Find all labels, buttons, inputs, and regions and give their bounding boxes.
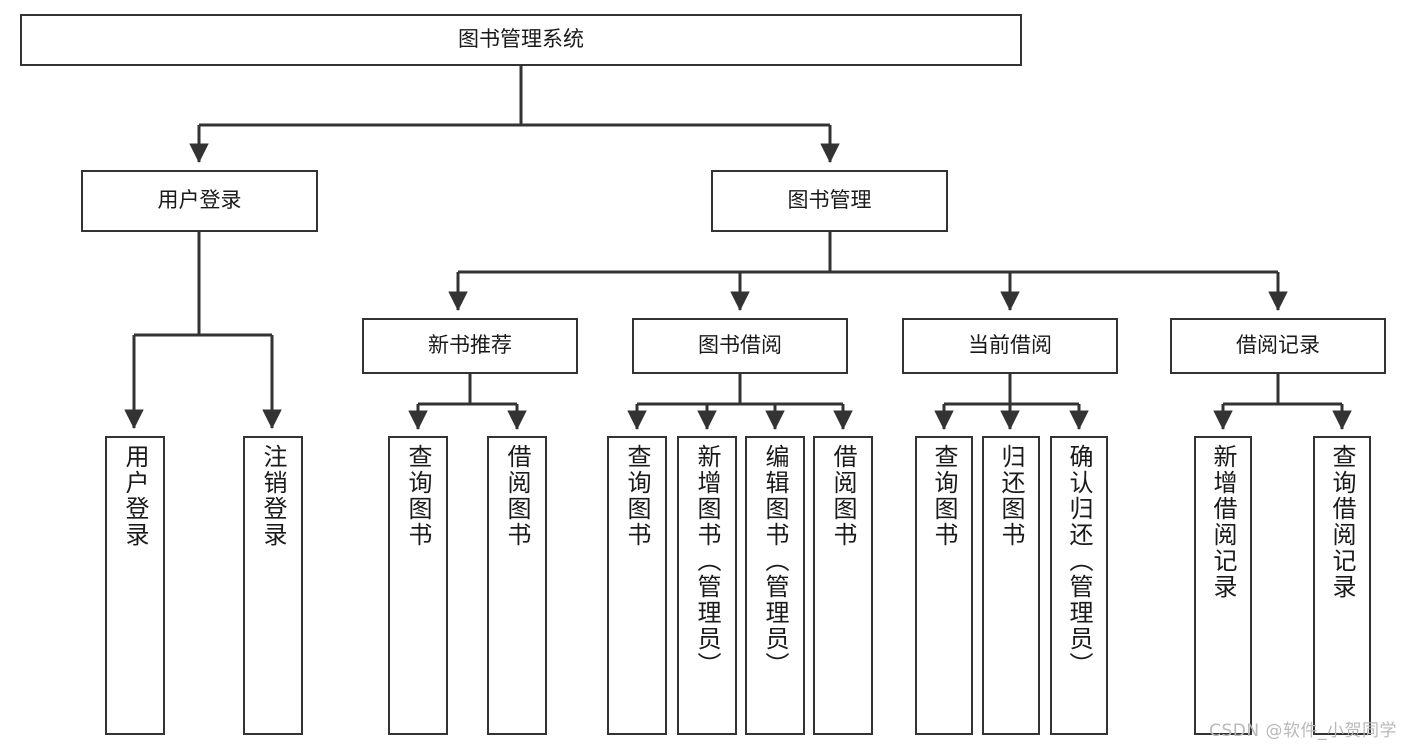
node-current-borrow[interactable]: 当前借阅 (902, 318, 1118, 374)
node-book-management-label: 图书管理 (787, 188, 872, 213)
leaf-query-borrow-record[interactable]: 查询借阅记录 (1313, 436, 1371, 735)
leaf-add-book-admin-label: 新增图书（管理员） (693, 444, 721, 678)
node-borrow-record-label: 借阅记录 (1236, 333, 1320, 358)
leaf-confirm-return-admin-label: 确认归还（管理员） (1065, 444, 1093, 678)
leaf-borrow-book-recommend[interactable]: 借阅图书 (487, 436, 547, 735)
node-borrow-record[interactable]: 借阅记录 (1170, 318, 1386, 374)
leaf-query-borrow-record-label: 查询借阅记录 (1328, 444, 1356, 600)
leaf-logout[interactable]: 注销登录 (243, 436, 303, 735)
leaf-query-book-borrow[interactable]: 查询图书 (607, 436, 667, 735)
leaf-borrow-book[interactable]: 借阅图书 (813, 436, 873, 735)
leaf-user-login-label: 用户登录 (121, 444, 149, 548)
node-root[interactable]: 图书管理系统 (20, 14, 1022, 66)
leaf-return-book-label: 归还图书 (997, 444, 1025, 548)
leaf-edit-book-admin[interactable]: 编辑图书（管理员） (745, 436, 805, 735)
node-new-book-recommendation-label: 新书推荐 (428, 333, 512, 358)
leaf-borrow-book-label: 借阅图书 (829, 444, 857, 548)
leaf-user-login[interactable]: 用户登录 (105, 436, 165, 735)
watermark: CSDN @软件_小贺同学 (1209, 721, 1397, 741)
node-book-borrow-label: 图书借阅 (698, 333, 782, 358)
leaf-add-book-admin[interactable]: 新增图书（管理员） (677, 436, 737, 735)
leaf-add-borrow-record-label: 新增借阅记录 (1209, 444, 1237, 600)
node-user-login-label: 用户登录 (157, 188, 242, 213)
node-user-login[interactable]: 用户登录 (81, 170, 318, 232)
leaf-return-book[interactable]: 归还图书 (982, 436, 1040, 735)
leaf-query-book-borrow-label: 查询图书 (623, 444, 651, 548)
leaf-logout-label: 注销登录 (259, 444, 287, 548)
leaf-query-book-recommend-label: 查询图书 (404, 444, 432, 548)
leaf-add-borrow-record[interactable]: 新增借阅记录 (1194, 436, 1252, 735)
leaf-edit-book-admin-label: 编辑图书（管理员） (761, 444, 789, 678)
node-current-borrow-label: 当前借阅 (968, 333, 1052, 358)
node-root-label: 图书管理系统 (458, 27, 584, 52)
node-book-management[interactable]: 图书管理 (711, 170, 948, 232)
leaf-query-book-current[interactable]: 查询图书 (915, 436, 973, 735)
leaf-borrow-book-recommend-label: 借阅图书 (503, 444, 531, 548)
leaf-confirm-return-admin[interactable]: 确认归还（管理员） (1050, 436, 1108, 735)
node-book-borrow[interactable]: 图书借阅 (632, 318, 848, 374)
leaf-query-book-recommend[interactable]: 查询图书 (388, 436, 448, 735)
node-new-book-recommendation[interactable]: 新书推荐 (362, 318, 578, 374)
leaf-query-book-current-label: 查询图书 (930, 444, 958, 548)
